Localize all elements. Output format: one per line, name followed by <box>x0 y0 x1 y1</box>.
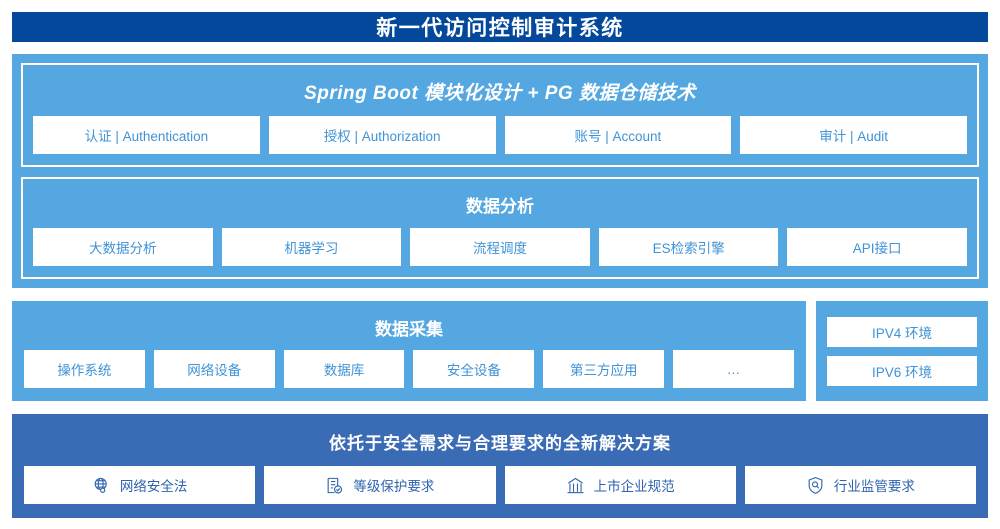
collection-panel: 数据采集 操作系统 网络设备 数据库 安全设备 第三方应用 … <box>12 301 806 401</box>
solutions-card-row: 网络安全法 等级保护要求 <box>24 466 976 504</box>
card-label: 授权 | Authorization <box>323 129 441 144</box>
analysis-subpanel: 数据分析 大数据分析 机器学习 流程调度 ES检索引擎 API接口 <box>21 177 979 279</box>
card-label: 账号 | Account <box>574 129 662 144</box>
platform-subpanel: Spring Boot 模块化设计 + PG 数据仓储技术 认证 | Authe… <box>21 63 979 167</box>
solutions-card-cybersecurity-law[interactable]: 网络安全法 <box>24 466 256 504</box>
card-label: IPV4 环境 <box>871 325 933 341</box>
card-label: API接口 <box>852 241 902 256</box>
platform-title: Spring Boot 模块化设计 + PG 数据仓储技术 <box>304 83 696 104</box>
analysis-card-process-scheduling[interactable]: 流程调度 <box>410 228 590 266</box>
card-label: 第三方应用 <box>569 363 638 378</box>
card-label: 操作系统 <box>57 363 112 378</box>
card-label: 安全设备 <box>446 363 501 378</box>
platform-card-authentication[interactable]: 认证 | Authentication <box>33 116 260 154</box>
analysis-card-es-search-engine[interactable]: ES检索引擎 <box>598 228 779 266</box>
analysis-card-api[interactable]: API接口 <box>787 228 967 266</box>
card-label: 网络安全法 <box>119 479 188 494</box>
solutions-panel: 依托于安全需求与合理要求的全新解决方案 网络安全法 <box>12 414 988 518</box>
card-label: 流程调度 <box>472 241 527 256</box>
solutions-card-industry-supervision[interactable]: 行业监管要求 <box>744 466 976 504</box>
card-label: 审计 | Audit <box>819 129 889 144</box>
collection-title: 数据采集 <box>375 320 443 339</box>
environment-card-ipv4[interactable]: IPV4 环境 <box>827 316 977 347</box>
solutions-card-classified-protection[interactable]: 等级保护要求 <box>264 466 496 504</box>
globe-network-icon <box>92 476 111 495</box>
collection-card-more[interactable]: … <box>673 350 794 388</box>
environment-panel: IPV4 环境 IPV6 环境 <box>816 301 988 401</box>
shield-search-icon <box>806 476 825 495</box>
page-title: 新一代访问控制审计系统 <box>376 17 624 40</box>
platform-card-account[interactable]: 账号 | Account <box>504 116 732 154</box>
collection-card-operating-system[interactable]: 操作系统 <box>24 350 145 388</box>
platform-card-audit[interactable]: 审计 | Audit <box>740 116 967 154</box>
document-check-icon <box>325 476 344 495</box>
card-label: 认证 | Authentication <box>84 129 209 144</box>
card-label: 大数据分析 <box>89 241 157 256</box>
card-label: … <box>726 361 741 377</box>
collection-row: 数据采集 操作系统 网络设备 数据库 安全设备 第三方应用 … <box>12 301 988 401</box>
card-label: IPV6 环境 <box>871 364 933 380</box>
card-label: 网络设备 <box>187 363 242 378</box>
card-label: 机器学习 <box>284 241 339 256</box>
page-header: 新一代访问控制审计系统 <box>12 12 988 42</box>
environment-card-ipv6[interactable]: IPV6 环境 <box>827 355 977 386</box>
analysis-card-machine-learning[interactable]: 机器学习 <box>221 228 402 266</box>
collection-card-third-party-app[interactable]: 第三方应用 <box>543 350 665 388</box>
analysis-card-row: 大数据分析 机器学习 流程调度 ES检索引擎 API接口 <box>33 228 967 266</box>
card-label: 数据库 <box>323 363 365 378</box>
collection-card-database[interactable]: 数据库 <box>283 350 405 388</box>
collection-card-network-device[interactable]: 网络设备 <box>153 350 275 388</box>
collection-card-security-device[interactable]: 安全设备 <box>413 350 535 388</box>
platform-card-row: 认证 | Authentication 授权 | Authorization 账… <box>33 116 967 154</box>
collection-card-row: 操作系统 网络设备 数据库 安全设备 第三方应用 … <box>24 350 794 388</box>
solutions-title: 依托于安全需求与合理要求的全新解决方案 <box>329 434 671 453</box>
analysis-card-bigdata[interactable]: 大数据分析 <box>33 228 213 266</box>
platform-analysis-panel: Spring Boot 模块化设计 + PG 数据仓储技术 认证 | Authe… <box>12 54 988 288</box>
solutions-card-listed-enterprise-standard[interactable]: 上市企业规范 <box>504 466 736 504</box>
card-label: 上市企业规范 <box>593 479 675 494</box>
analysis-title: 数据分析 <box>466 197 534 216</box>
platform-card-authorization[interactable]: 授权 | Authorization <box>268 116 496 154</box>
card-label: ES检索引擎 <box>652 241 725 256</box>
bank-building-icon <box>566 476 585 495</box>
card-label: 等级保护要求 <box>353 479 435 494</box>
card-label: 行业监管要求 <box>833 479 915 494</box>
